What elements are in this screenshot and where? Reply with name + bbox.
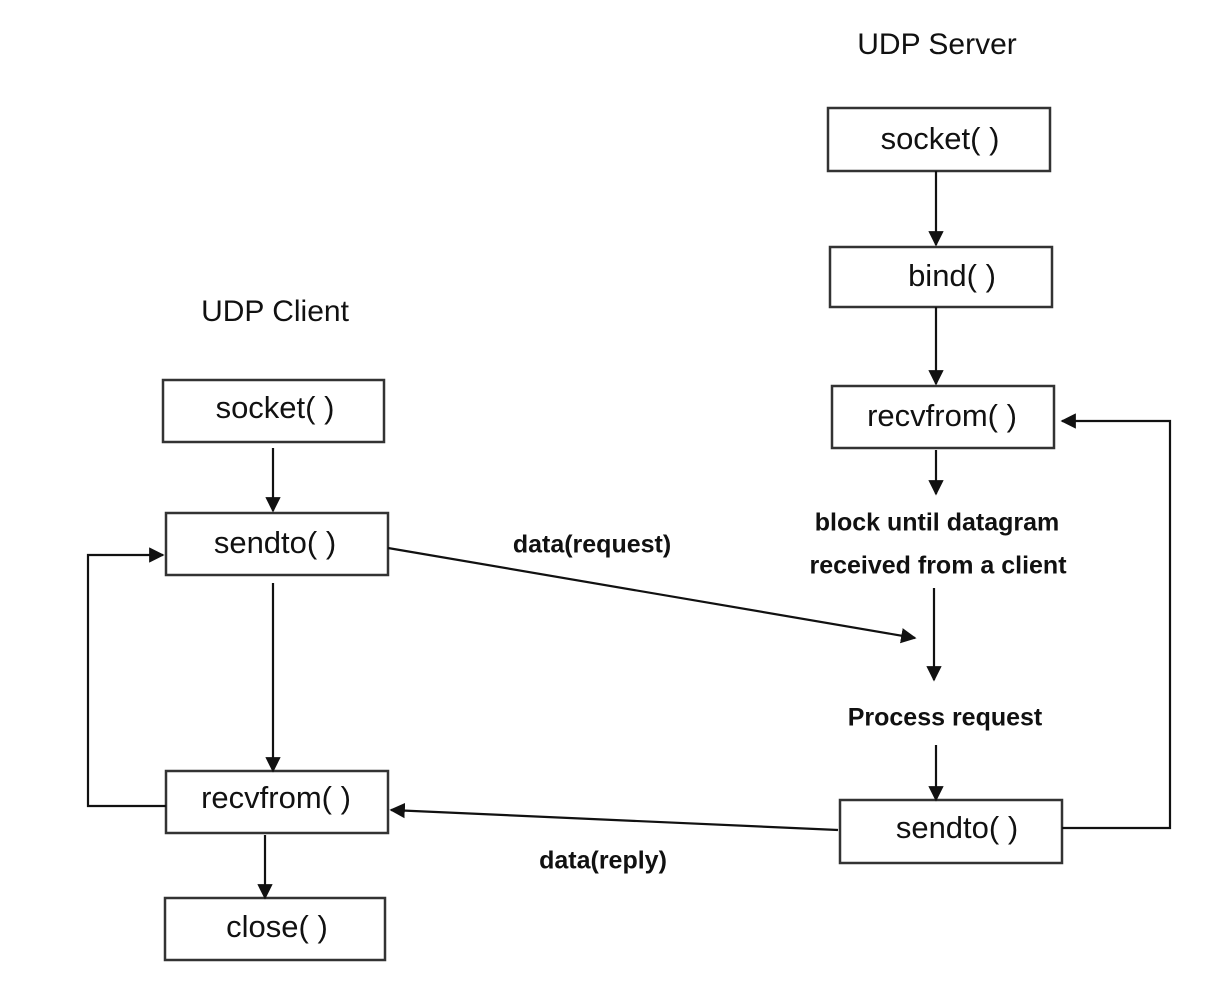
client-recvfrom-label: recvfrom( ) (201, 780, 351, 815)
client-sendto-label: sendto( ) (214, 525, 336, 560)
block-text-line2: received from a client (809, 552, 1067, 580)
server-title: UDP Server (857, 28, 1017, 61)
block-text-line1: block until datagram (815, 509, 1059, 537)
data-request-label: data(request) (513, 531, 671, 559)
server-bind-label: bind( ) (908, 258, 996, 293)
arrow-data-request (387, 546, 917, 644)
client-sendto-box: sendto( ) (164, 511, 390, 577)
server-socket-label: socket( ) (881, 121, 1000, 156)
arrow-data-reply (389, 802, 839, 832)
arrow-client-loop (86, 547, 166, 808)
client-title: UDP Client (201, 295, 349, 328)
server-bind-box: bind( ) (828, 245, 1054, 309)
server-socket-box: socket( ) (826, 106, 1052, 173)
client-socket-label: socket( ) (216, 390, 335, 425)
server-sendto-label: sendto( ) (896, 810, 1018, 845)
client-recvfrom-box: recvfrom( ) (164, 769, 390, 835)
server-recvfrom-label: recvfrom( ) (867, 398, 1017, 433)
client-close-label: close( ) (226, 909, 328, 944)
arrow-server-loop (1060, 413, 1172, 830)
data-reply-label: data(reply) (539, 847, 667, 875)
process-request-text: Process request (848, 704, 1043, 732)
server-sendto-box: sendto( ) (838, 798, 1064, 865)
client-socket-box: socket( ) (161, 378, 386, 444)
client-close-box: close( ) (163, 896, 387, 962)
server-recvfrom-box: recvfrom( ) (830, 384, 1056, 450)
